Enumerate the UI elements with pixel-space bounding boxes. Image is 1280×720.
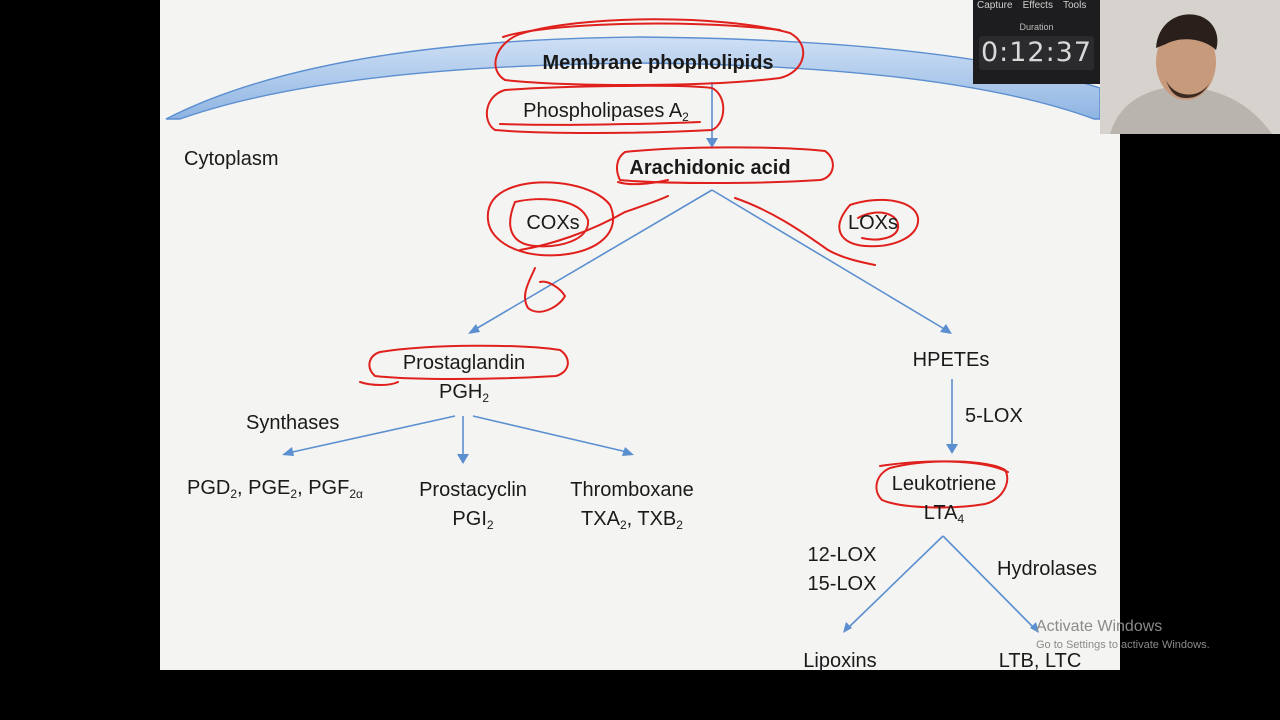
leukotriene-lta4-label: Leukotriene LTA4 (892, 470, 997, 534)
pgh2-line: PGH2 (403, 378, 525, 413)
phospholipases-text: Phospholipases A (523, 100, 683, 122)
synthases-label: Synthases (246, 412, 339, 435)
recording-timer: 0:12:37 (979, 36, 1094, 70)
pgi2-line: PGI2 (419, 505, 527, 540)
lipoxins-label: Lipoxins (803, 650, 876, 673)
lta-text: LTA (923, 502, 958, 524)
cytoplasm-text: Cytoplasm (184, 148, 279, 170)
watermark-title: Activate Windows (1036, 618, 1163, 635)
pgf-text: , PGF (297, 477, 350, 499)
recorder-menu-capture[interactable]: Capture (977, 0, 1013, 11)
txa-txb-line: TXA2, TXB2 (570, 505, 693, 540)
lipoxins-text: Lipoxins (803, 650, 877, 672)
pgi-text: PGI (452, 508, 487, 530)
ltb-ltc-label: LTB, LTC (999, 650, 1082, 673)
thromboxane-text: Thromboxane (570, 479, 694, 501)
webcam-feed (1100, 0, 1280, 134)
watermark-subtitle: Go to Settings to activate Windows. (1036, 639, 1210, 651)
leukotriene-text: Leukotriene (891, 473, 997, 495)
synthases-text: Synthases (246, 412, 340, 434)
loxs-label: LOXs (848, 212, 898, 235)
coxs-label: COXs (526, 212, 579, 235)
lox-12-15-label: 12-LOX 15-LOX (808, 541, 877, 599)
prostacyclin-text: Prostacyclin (419, 479, 527, 501)
lox15-text: 15-LOX (807, 573, 877, 595)
coxs-text: COXs (526, 212, 580, 234)
pge-subscript: 2 (290, 487, 298, 501)
pgd-text: PGD (187, 477, 231, 499)
pgf-subscript: 2α (349, 487, 363, 501)
txb-subscript: 2 (676, 518, 683, 532)
pgh-subscript: 2 (482, 391, 490, 405)
lta4-line: LTA4 (892, 499, 997, 534)
activate-windows-watermark: Activate Windows Go to Settings to activ… (1036, 618, 1210, 651)
phospholipases-subscript: 2 (682, 110, 689, 124)
membrane-phospholipids-label: Membrane phopholipids (542, 52, 773, 75)
hydrolases-label: Hydrolases (997, 558, 1097, 581)
lta-subscript: 4 (957, 512, 965, 526)
pgd-subscript: 2 (230, 487, 238, 501)
pgd-pge-pgf-label: PGD2, PGE2, PGF2α (187, 477, 363, 501)
hpetes-label: HPETEs (913, 349, 990, 372)
screen-recorder-panel: Capture Effects Tools Duration 0:12:37 (973, 0, 1100, 84)
pgi-subscript: 2 (486, 518, 494, 532)
pge-text: , PGE (237, 477, 291, 499)
lox12-text: 12-LOX (807, 544, 877, 566)
presentation-slide (160, 0, 1120, 670)
recorder-menu-effects[interactable]: Effects (1022, 0, 1053, 11)
hydrolases-text: Hydrolases (997, 558, 1098, 580)
recorder-menu: Capture Effects Tools (973, 0, 1100, 14)
txb-text: , TXB (626, 508, 677, 530)
duration-label: Duration (1019, 22, 1054, 32)
txa-subscript: 2 (619, 518, 627, 532)
membrane-text: Membrane phopholipids (542, 52, 774, 74)
arachidonic-text: Arachidonic acid (629, 157, 791, 179)
pathway-arrows (282, 82, 1039, 633)
handwritten-annotations (359, 18, 1009, 509)
prostaglandin-text: Prostaglandin (402, 352, 526, 374)
cytoplasm-label: Cytoplasm (184, 148, 278, 171)
five-lox-text: 5-LOX (965, 405, 1023, 427)
hpetes-text: HPETEs (912, 349, 990, 371)
thromboxane-label: Thromboxane TXA2, TXB2 (570, 476, 693, 540)
txa-text: TXA (581, 508, 620, 530)
recorder-menu-tools[interactable]: Tools (1062, 0, 1087, 11)
prostacyclin-pgi2-label: Prostacyclin PGI2 (419, 476, 527, 540)
presenter-icon (1100, 0, 1280, 134)
loxs-text: LOXs (847, 212, 899, 234)
ltb-ltc-text: LTB, LTC (998, 650, 1082, 672)
pgh-text: PGH (438, 381, 483, 403)
five-lox-label: 5-LOX (965, 405, 1023, 428)
phospholipases-label: Phospholipases A2 (523, 100, 689, 124)
arachidonic-acid-label: Arachidonic acid (629, 157, 790, 180)
prostaglandin-pgh2-label: Prostaglandin PGH2 (403, 349, 525, 413)
